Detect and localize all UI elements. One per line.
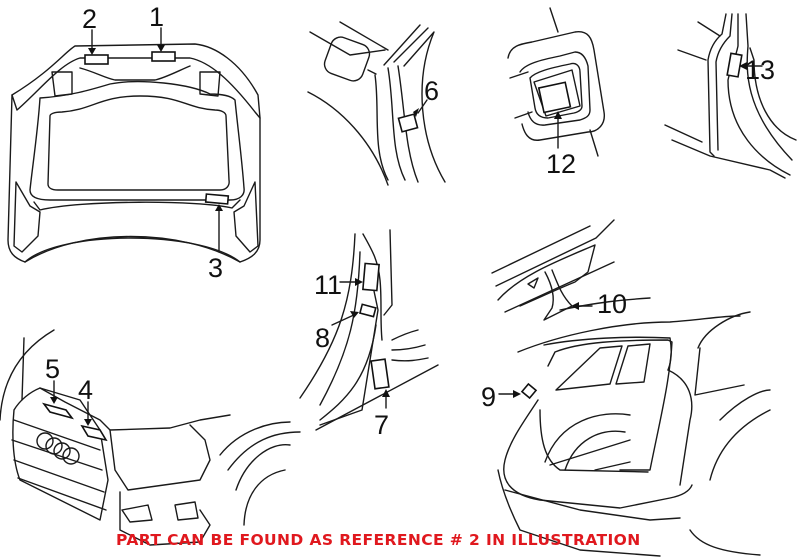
callout-10[interactable]: 10 (597, 289, 628, 319)
label-4-marker (80, 424, 108, 442)
label-13-marker (726, 52, 743, 78)
label-8-marker (358, 303, 377, 318)
rear-pillar-illustration (664, 13, 797, 179)
callout-12[interactable]: 12 (546, 149, 577, 179)
callout-13[interactable]: 13 (745, 55, 776, 85)
b-pillar-illustration (299, 229, 439, 431)
hood-illustration (7, 27, 261, 263)
label-9-marker (520, 382, 538, 400)
label-5-marker (41, 402, 75, 420)
callout-3[interactable]: 3 (208, 253, 224, 283)
callout-7[interactable]: 7 (374, 410, 390, 440)
roof-spoiler-illustration (491, 219, 651, 321)
label-2-marker (84, 54, 109, 65)
tailgate-illustration (497, 311, 771, 557)
label-7-marker (370, 358, 390, 390)
callout-4[interactable]: 4 (78, 375, 94, 405)
callout-6[interactable]: 6 (424, 76, 440, 106)
label-1-marker (151, 51, 176, 62)
reference-caption: PART CAN BE FOUND AS REFERENCE # 2 IN IL… (116, 531, 641, 549)
callout-1[interactable]: 1 (149, 2, 165, 32)
callout-2[interactable]: 2 (82, 4, 98, 34)
mirror-pillar-illustration (307, 21, 446, 186)
callout-8[interactable]: 8 (315, 323, 331, 353)
callout-5[interactable]: 5 (45, 354, 61, 384)
callout-9[interactable]: 9 (481, 382, 497, 412)
label-11-marker (362, 262, 380, 292)
label-12-marker (537, 81, 572, 114)
fuel-door-illustration (507, 7, 605, 157)
callout-11[interactable]: 11 (314, 270, 343, 300)
label-6-marker (397, 113, 419, 133)
front-grille-illustration (0, 329, 301, 546)
label-3-marker (204, 193, 230, 205)
